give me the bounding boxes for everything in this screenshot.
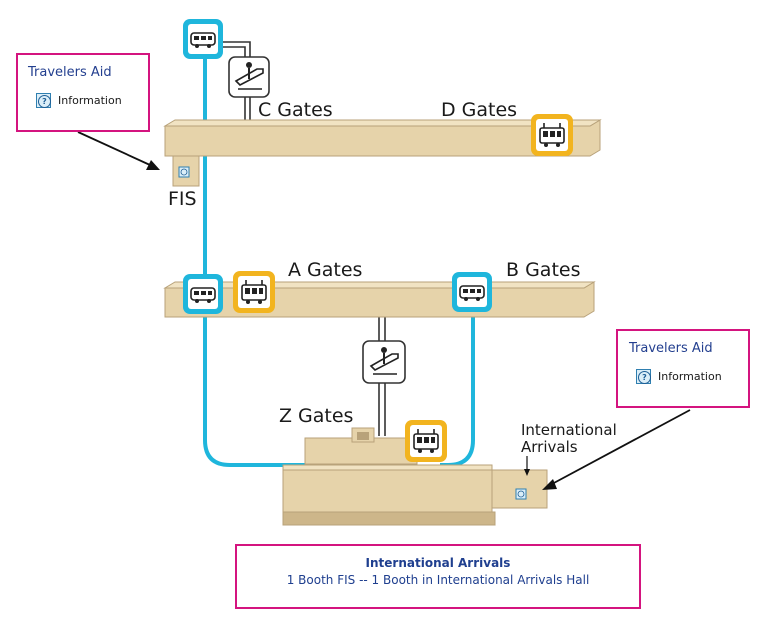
moving-walkway-icon-ab [362, 340, 406, 384]
walkway-connector-c [222, 41, 251, 128]
information-label: Information [58, 94, 122, 107]
information-item: Information [36, 93, 122, 108]
concourse-z [304, 427, 418, 465]
concourse-cd [163, 119, 602, 187]
b-gates-label: B Gates [506, 259, 581, 281]
people-mover-icon-d [531, 114, 573, 156]
callout-arrow-left [77, 131, 160, 170]
information-icon [636, 369, 651, 384]
intl-arrivals-label-line1: International [521, 421, 617, 439]
shuttle-route [203, 57, 375, 467]
intl-arrivals-hall [282, 464, 548, 526]
a-gates-label: A Gates [288, 259, 363, 281]
moving-walkway-icon-c [228, 56, 270, 98]
people-mover-icon-a [233, 271, 275, 313]
callout-arrow-intl [524, 456, 530, 476]
intl-arrivals-caption: International Arrivals 1 Booth FIS -- 1 … [235, 544, 641, 609]
callout-arrow-right [542, 409, 691, 490]
shuttle-bus-icon-a [183, 274, 223, 314]
shuttle-bus-icon-top [183, 19, 223, 59]
d-gates-label: D Gates [441, 99, 518, 121]
travelers-aid-callout-right: Travelers Aid Information [616, 329, 750, 408]
c-gates-label: C Gates [258, 99, 333, 121]
info-booth-icon-fis [178, 166, 190, 178]
concourse-ab [163, 281, 596, 318]
information-item: Information [636, 369, 722, 384]
information-icon [36, 93, 51, 108]
caption-title: International Arrivals [365, 556, 511, 570]
caption-subtitle: 1 Booth FIS -- 1 Booth in International … [286, 573, 590, 587]
info-booth-icon-intl [515, 488, 527, 500]
information-label: Information [658, 370, 722, 383]
shuttle-bus-icon-b [452, 272, 492, 312]
travelers-aid-title: Travelers Aid [28, 65, 112, 80]
intl-arrivals-label-line2: Arrivals [521, 438, 578, 456]
z-gates-label: Z Gates [279, 405, 354, 427]
people-mover-icon-z [405, 420, 447, 462]
travelers-aid-callout-left: Travelers Aid Information [16, 53, 150, 132]
travelers-aid-title: Travelers Aid [629, 341, 713, 356]
fis-label: FIS [168, 188, 197, 210]
